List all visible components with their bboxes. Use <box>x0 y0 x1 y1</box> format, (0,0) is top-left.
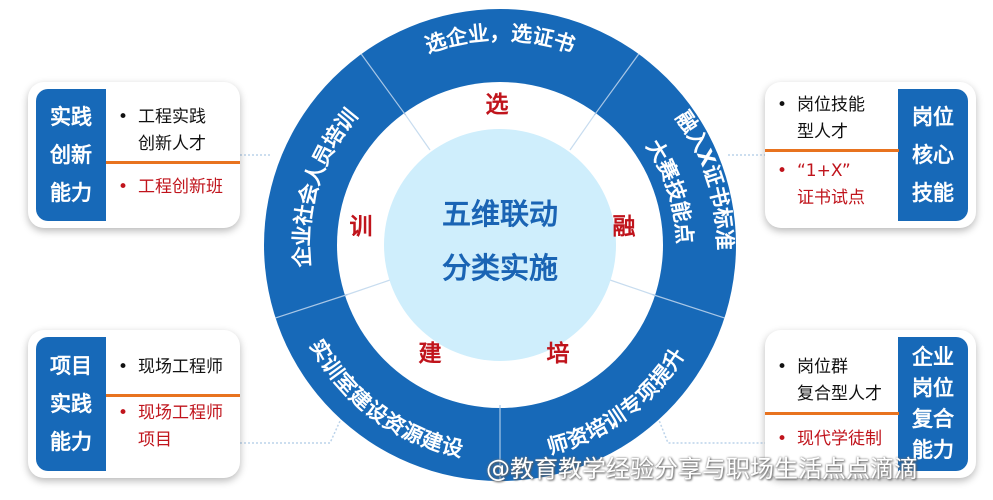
center-circle <box>384 129 616 361</box>
center-line-1: 五维联动 <box>442 197 558 231</box>
box-item: 工程创新班 <box>106 174 240 201</box>
connector-bottom-left <box>240 409 346 444</box>
divider-line <box>106 161 240 164</box>
inner-divider <box>347 279 391 296</box>
box-title: 实践 创新 能力 <box>36 89 106 221</box>
inner-divider <box>569 114 595 151</box>
divider-line <box>765 149 899 152</box>
box-item: 现场工程师 <box>106 354 240 381</box>
connector-bottom-right <box>654 409 765 444</box>
watermark: @教育教学经验分享与职场生活点点滴滴 <box>486 455 918 483</box>
key-integrate: 融 <box>613 214 636 240</box>
inner-divider <box>609 279 653 296</box>
center-line-2: 分类实施 <box>442 251 558 285</box>
box-title: 企业 岗位 复合 能力 <box>898 337 968 471</box>
key-train: 训 <box>350 214 373 240</box>
key-cultivate: 培 <box>547 340 570 367</box>
divider-line <box>765 412 899 415</box>
divider-line <box>106 394 240 397</box>
divider <box>652 293 725 319</box>
divider <box>275 293 348 319</box>
box-item: “1+X”证书试点 <box>765 158 899 212</box>
inner-divider <box>405 114 431 151</box>
divider <box>593 53 640 116</box>
key-build: 建 <box>419 341 442 367</box>
box-title: 岗位 核心 技能 <box>898 89 968 221</box>
divider <box>360 53 407 116</box>
key-select: 选 <box>486 92 509 118</box>
box-item: 现代学徒制 <box>765 426 899 453</box>
box-title: 项目 实践 能力 <box>36 337 106 471</box>
